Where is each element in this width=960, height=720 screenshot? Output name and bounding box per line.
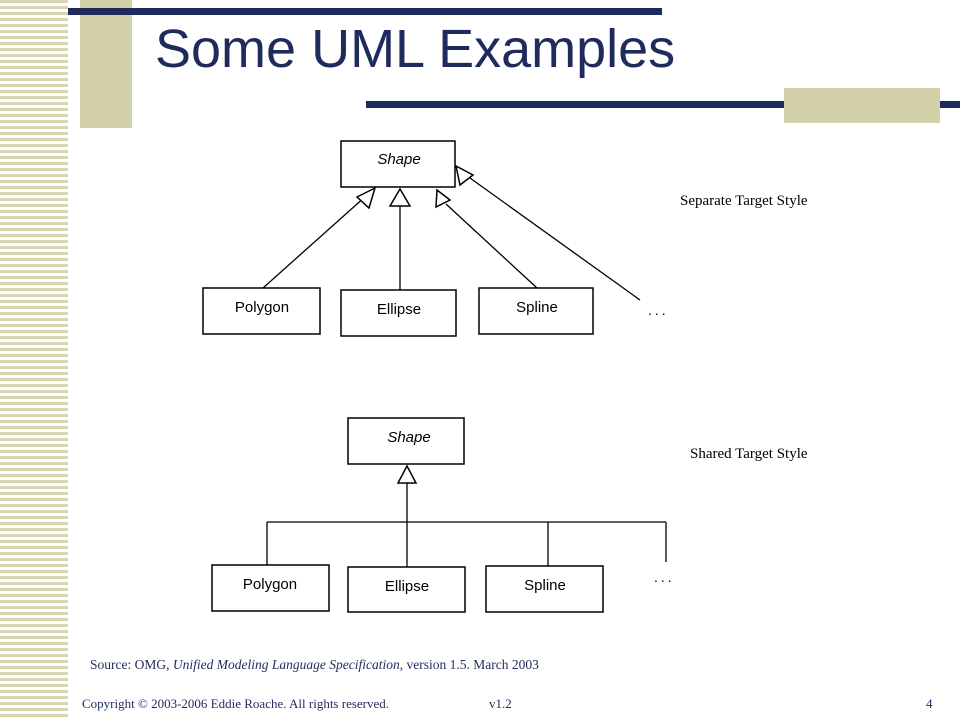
- decorative-stripes: [0, 0, 68, 720]
- top-ellipse-generalization-arrowhead: [388, 187, 412, 207]
- top-polygon-class-name: Polygon: [235, 299, 289, 316]
- bottom-ellipse-class-name: Ellipse: [385, 578, 429, 595]
- slide-title: Some UML Examples: [155, 19, 676, 79]
- top-shape-class-name: Shape: [377, 151, 420, 168]
- decorative-block-right: [784, 88, 940, 123]
- top-ellipse-class-box: [340, 289, 457, 337]
- bottom-shared-generalization-arrowhead: [396, 464, 418, 484]
- bottom-spline-class-box: [485, 565, 604, 613]
- top-more-classes-ellipsis: ...: [648, 302, 669, 318]
- bottom-polygon-class-name: Polygon: [243, 576, 297, 593]
- top-more-generalization-line: [469, 177, 641, 301]
- top-spline-class-box: [478, 287, 594, 335]
- bottom-shape-class-name: Shape: [387, 429, 430, 446]
- top-spline-generalization-line: [445, 203, 538, 289]
- page-number: 4: [926, 696, 933, 711]
- bottom-spline-class-name: Spline: [524, 577, 566, 594]
- top-more-generalization-arrowhead: [454, 164, 475, 187]
- source-suffix: , version 1.5. March 2003: [399, 657, 539, 672]
- copyright-notice: Copyright © 2003-2006 Eddie Roache. All …: [82, 696, 390, 711]
- top-polygon-class-box: [202, 287, 321, 335]
- source-citation: Source: OMG, Unified Modeling Language S…: [90, 657, 539, 673]
- top-polygon-generalization-line: [262, 195, 367, 289]
- shared-target-diagram: Shape Polygon Ellipse Spline ... Shared …: [211, 417, 808, 613]
- bottom-more-classes-ellipsis: ...: [654, 569, 675, 585]
- version-label: v1.2: [489, 696, 512, 711]
- decorative-block-left: [80, 0, 132, 128]
- title-rule-bottom: [366, 101, 960, 108]
- top-polygon-generalization-arrowhead: [355, 186, 377, 210]
- top-ellipse-class-name: Ellipse: [377, 301, 421, 318]
- separate-target-diagram: Shape Polygon Ellipse Spline ... Separat…: [202, 140, 808, 337]
- bottom-ellipse-class-box: [347, 566, 466, 613]
- shared-target-style-label: Shared Target Style: [690, 446, 808, 462]
- title-rule-top: [68, 8, 662, 15]
- bottom-shape-class-box: [347, 417, 465, 465]
- top-spline-class-name: Spline: [516, 299, 558, 316]
- source-prefix: Source: OMG,: [90, 657, 173, 672]
- separate-target-style-label: Separate Target Style: [680, 193, 808, 209]
- top-spline-generalization-arrowhead: [435, 188, 452, 209]
- source-document-title: Unified Modeling Language Specification: [172, 657, 400, 672]
- top-shape-class-box: [340, 140, 456, 188]
- bottom-polygon-class-box: [211, 564, 330, 612]
